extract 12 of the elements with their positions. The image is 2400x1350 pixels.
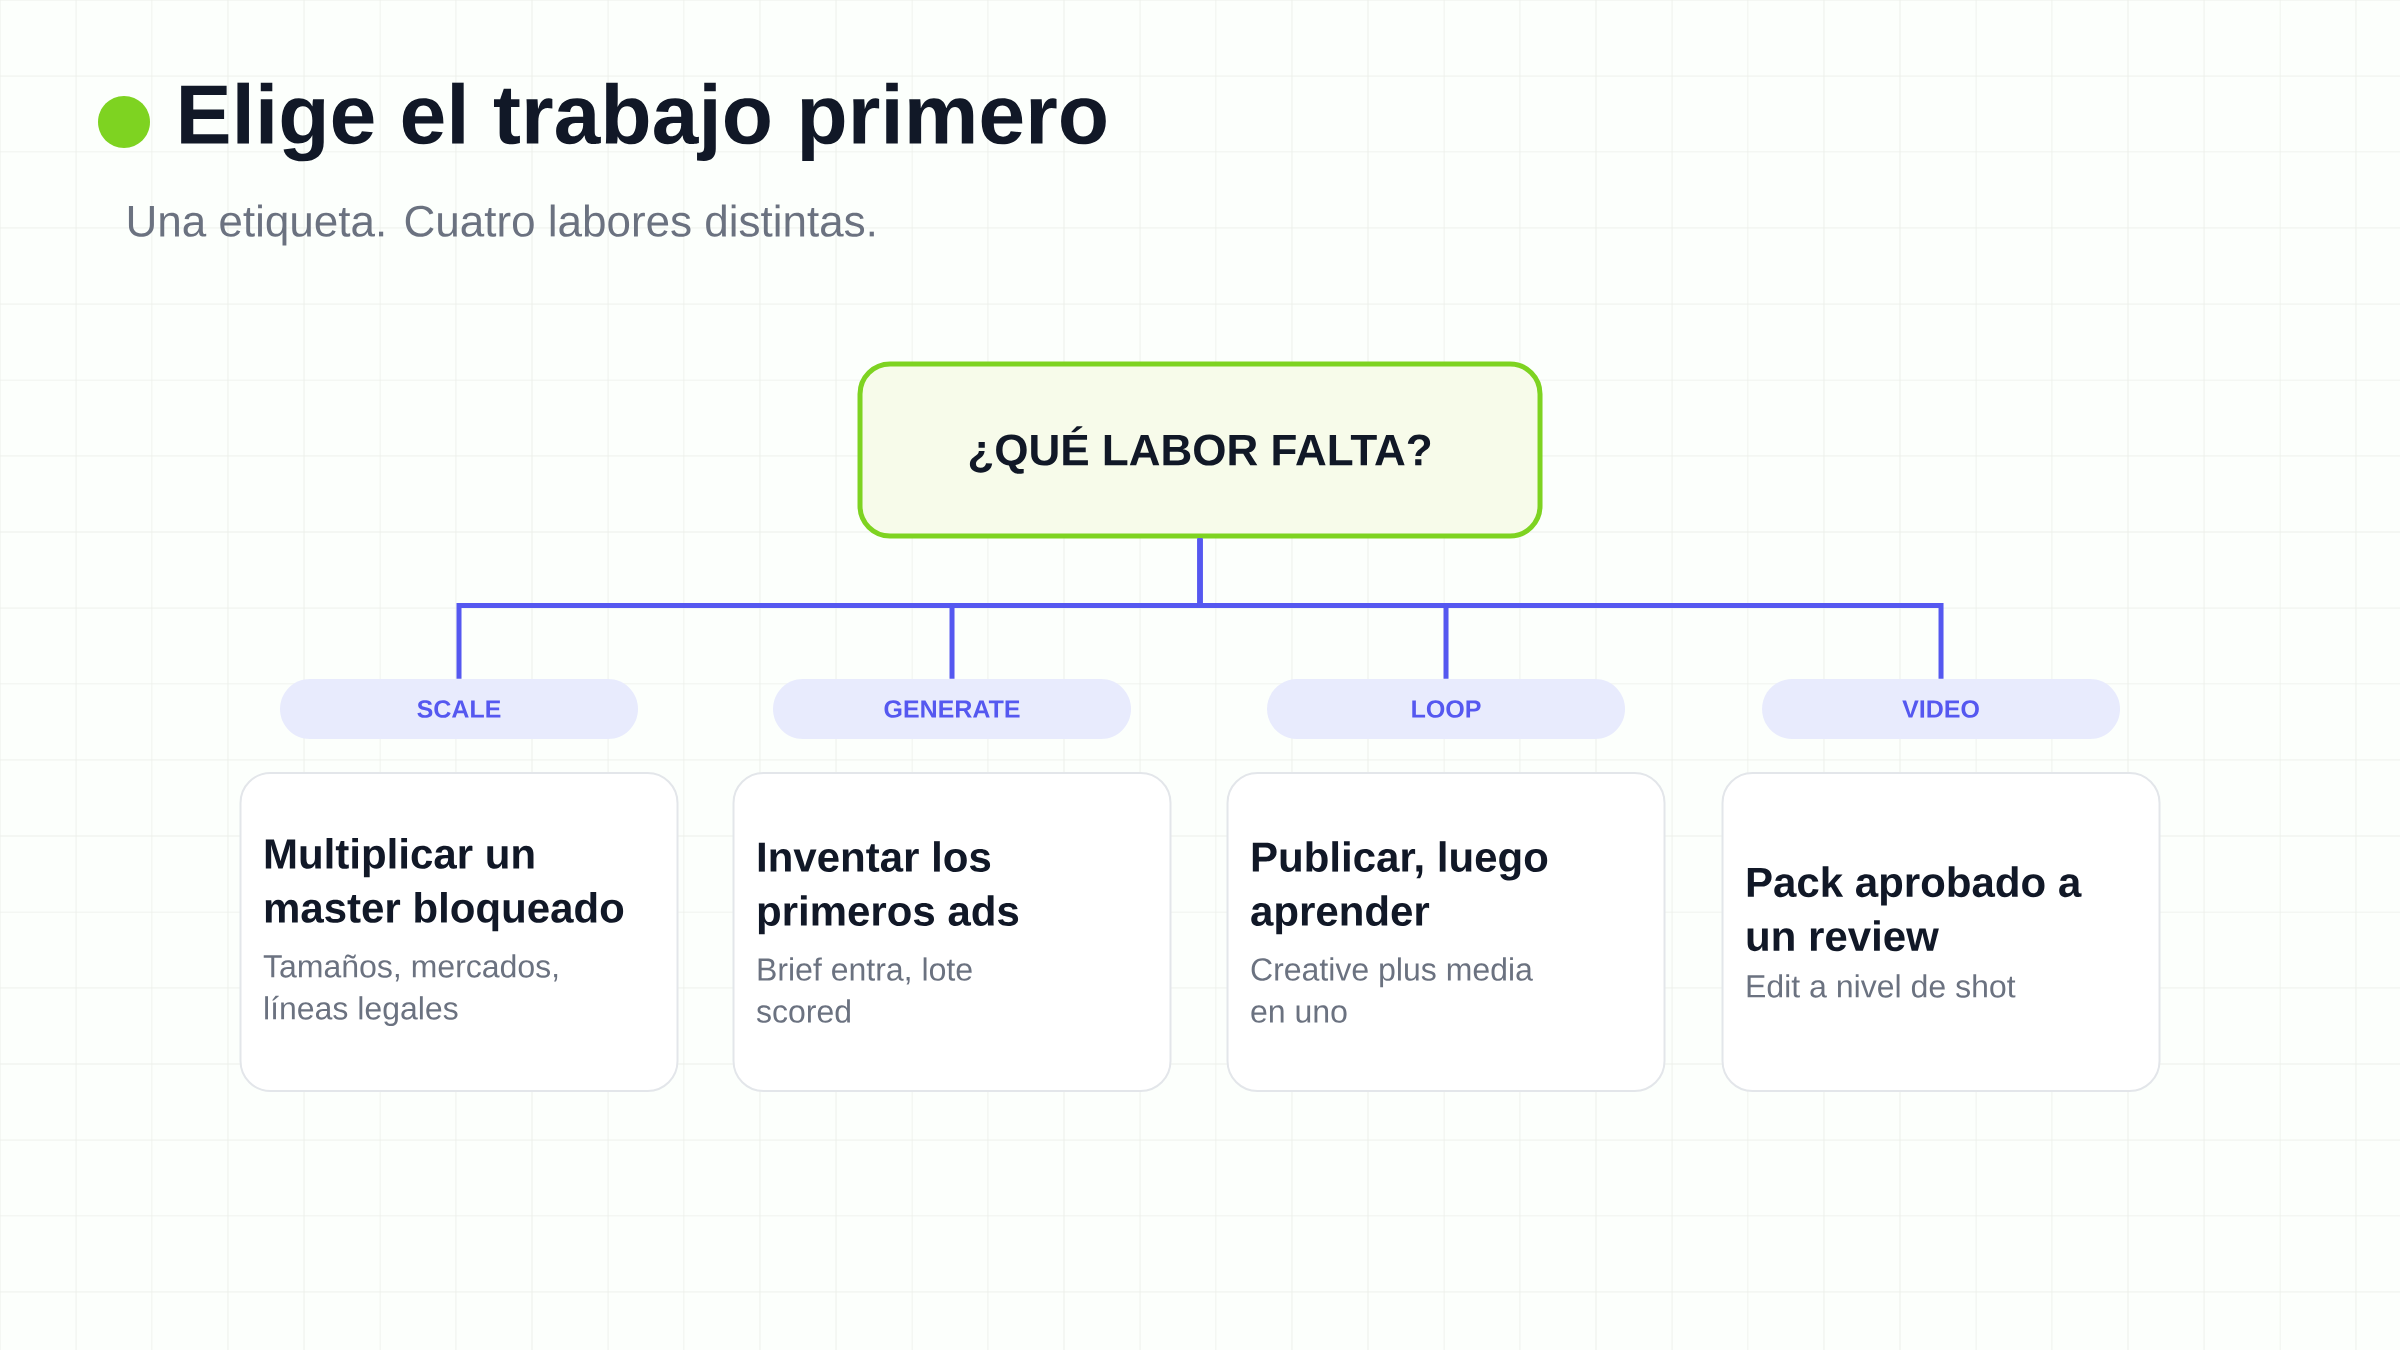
job-card: Multiplicar un master bloqueado Tamaños, mercados, líneas legales [239, 772, 679, 1092]
category-pill: LOOP [1267, 679, 1625, 739]
subtitle: Una etiqueta. Cuatro labores distintas. [128, 204, 874, 246]
category-pill: VIDEO [1762, 679, 2121, 739]
category-pill: GENERATE [773, 679, 1131, 739]
question-box: ¿QUÉ LABOR FALTA? [857, 361, 1543, 539]
category-pill: SCALE [280, 679, 638, 739]
job-card: Publicar, luego aprender Creative plus media en uno [1226, 772, 1666, 1092]
job-card: Inventar los primeros ads Brief entra, lote scored [732, 772, 1172, 1092]
job-card: Pack aprobado a un review Edit a nivel de shot [1721, 772, 2161, 1092]
title: Elige el trabajo primero [181, 82, 1106, 162]
connector [1197, 538, 1944, 679]
